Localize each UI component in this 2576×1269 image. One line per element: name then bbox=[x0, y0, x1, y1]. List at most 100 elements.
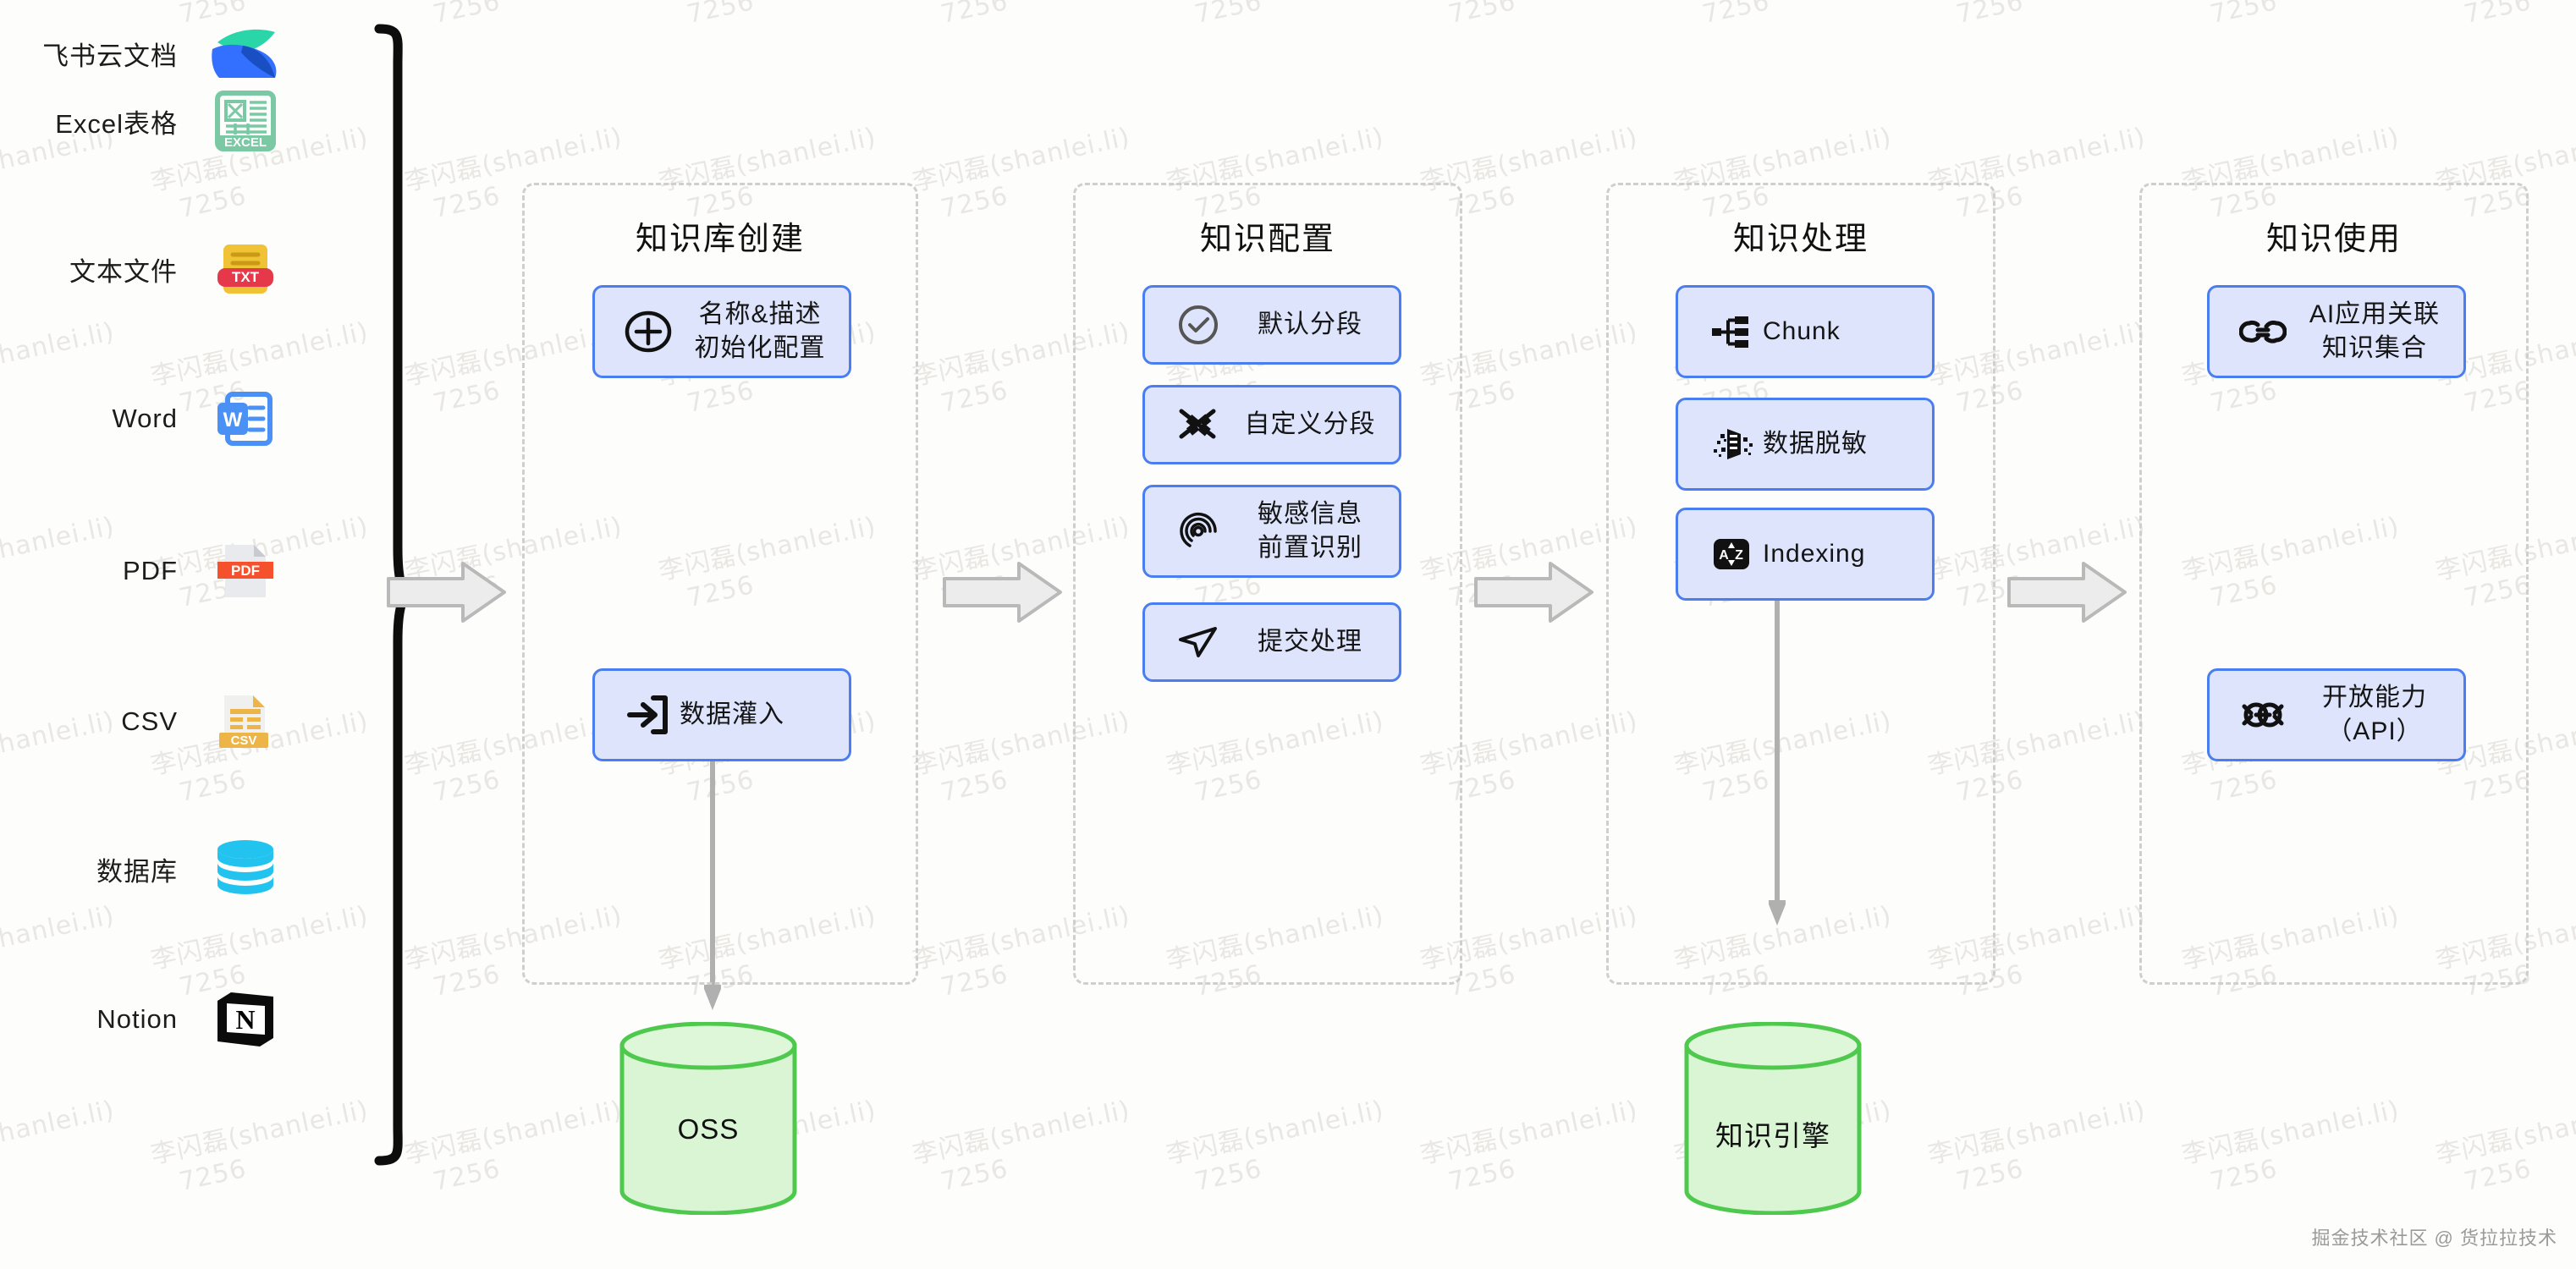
source-item-3: Word W bbox=[8, 372, 288, 465]
connector-ingest-to-oss bbox=[702, 760, 723, 1014]
card-label: Chunk bbox=[1763, 317, 1841, 346]
import-arrow-icon bbox=[620, 687, 676, 743]
stage-panel-0: 知识库创建 bbox=[522, 183, 918, 985]
watermark-tile: 李闪磊(shanlei.li)7256 bbox=[1164, 1095, 1387, 1197]
watermark-tile: 李闪磊(shanlei.li)7256 bbox=[1417, 1095, 1641, 1197]
check-circle-icon bbox=[1170, 297, 1226, 353]
connector-indexing-to-engine bbox=[1767, 599, 1787, 929]
card-label: 自定义分段 bbox=[1244, 410, 1376, 439]
store-oss: OSS bbox=[618, 1021, 799, 1216]
watermark-tile: 李闪磊(shanlei.li)7256 bbox=[1164, 0, 1386, 30]
watermark-tile: 李闪磊(shanlei.li)7256 bbox=[910, 1095, 1133, 1197]
source-item-2: 文本文件 TXT bbox=[8, 222, 288, 316]
card-label: AI应用关联 知识集合 bbox=[2309, 300, 2441, 362]
card-default-chunking[interactable]: 默认分段 bbox=[1142, 285, 1401, 365]
fingerprint-icon bbox=[1170, 503, 1226, 559]
stage-title: 知识处理 bbox=[1732, 222, 1869, 257]
stage-panel-3: 知识使用 bbox=[2139, 183, 2529, 985]
watermark-tile: 李闪磊(shanlei.li)7256 bbox=[1671, 0, 1894, 30]
txt-file-icon: TXT bbox=[203, 227, 288, 311]
word-file-icon: W bbox=[203, 376, 288, 461]
watermark-tile: 李闪磊(shanlei.li)7256 bbox=[0, 1095, 118, 1171]
stage-panel-2: 知识处理 bbox=[1606, 183, 1995, 985]
source-label: PDF bbox=[123, 556, 178, 585]
source-label: 飞书云文档 bbox=[42, 41, 178, 71]
attribution-text: 掘金技术社区 @ 货拉拉技术 bbox=[2311, 1228, 2557, 1249]
feishu-docs-icon bbox=[203, 11, 288, 96]
watermark-tile: 李闪磊(shanlei.li)7256 bbox=[1417, 0, 1640, 30]
store-label: 知识引擎 bbox=[1715, 1120, 1830, 1151]
pdf-file-icon: PDF bbox=[203, 529, 288, 613]
svg-text:N: N bbox=[235, 1004, 255, 1035]
stage-title: 知识配置 bbox=[1199, 222, 1335, 257]
stage-title: 知识库创建 bbox=[635, 222, 805, 257]
source-item-1: Excel表格 EXCEL bbox=[8, 74, 288, 168]
link-chain-icon bbox=[2235, 304, 2291, 360]
card-label: 提交处理 bbox=[1258, 628, 1362, 656]
watermark-tile: 李闪磊(shanlei.li)7256 bbox=[2433, 0, 2576, 30]
card-label: Indexing bbox=[1763, 540, 1866, 569]
source-label: 文本文件 bbox=[69, 256, 178, 287]
source-label: Excel表格 bbox=[55, 108, 178, 139]
card-chunk[interactable]: Chunk bbox=[1676, 285, 1935, 378]
watermark-tile: 李闪磊(shanlei.li)7256 bbox=[1925, 0, 2148, 30]
stage-title: 知识使用 bbox=[2265, 222, 2402, 257]
svg-text:EXCEL: EXCEL bbox=[224, 135, 267, 150]
card-label: 数据脱敏 bbox=[1763, 430, 1868, 459]
data-mask-icon bbox=[1704, 416, 1759, 472]
flow-arrow-4 bbox=[2006, 558, 2128, 626]
watermark-tile: 李闪磊(shanlei.li)7256 bbox=[656, 0, 878, 30]
source-item-0: 飞书云文档 bbox=[8, 7, 288, 100]
watermark-tile: 李闪磊(shanlei.li)7256 bbox=[2179, 1095, 2403, 1197]
svg-text:CSV: CSV bbox=[231, 733, 257, 748]
database-icon bbox=[203, 827, 288, 911]
sort-az-icon: A Z bbox=[1704, 526, 1759, 582]
card-custom-chunking[interactable]: 自定义分段 bbox=[1142, 385, 1401, 464]
watermark-tile: 李闪磊(shanlei.li)7256 bbox=[1925, 1095, 2149, 1197]
split-branch-icon bbox=[1704, 304, 1759, 360]
svg-text:A: A bbox=[1719, 548, 1729, 563]
svg-text:TXT: TXT bbox=[232, 269, 260, 285]
store-knowledge-engine: 知识引擎 bbox=[1682, 1021, 1863, 1216]
csv-file-icon: CSV bbox=[203, 679, 288, 764]
send-plane-icon bbox=[1170, 614, 1226, 670]
plus-circle-icon bbox=[620, 304, 676, 360]
source-label: Word bbox=[112, 404, 178, 433]
flow-arrow-3 bbox=[1472, 558, 1595, 626]
card-indexing[interactable]: A Z Indexing bbox=[1676, 508, 1935, 601]
card-label: 默认分段 bbox=[1258, 310, 1362, 339]
card-ai-app-binding[interactable]: AI应用关联 知识集合 bbox=[2207, 285, 2466, 378]
notion-icon: N bbox=[203, 977, 288, 1062]
source-item-5: CSV CSV bbox=[8, 675, 288, 768]
card-label: 敏感信息 前置识别 bbox=[1258, 500, 1362, 562]
svg-text:PDF: PDF bbox=[231, 563, 260, 579]
card-submit-processing[interactable]: 提交处理 bbox=[1142, 602, 1401, 682]
watermark-tile: 李闪磊(shanlei.li)7256 bbox=[2179, 0, 2402, 30]
stage-panel-1: 知识配置 bbox=[1073, 183, 1462, 985]
card-label: 名称&描述 初始化配置 bbox=[694, 300, 826, 362]
source-label: 数据库 bbox=[96, 856, 178, 887]
source-item-4: PDF PDF bbox=[8, 525, 288, 618]
scissors-split-icon bbox=[1170, 397, 1226, 453]
card-data-ingest[interactable]: 数据灌入 bbox=[592, 668, 851, 761]
source-item-7: Notion N bbox=[8, 973, 288, 1066]
card-label: 开放能力 （API） bbox=[2322, 684, 2427, 745]
svg-text:W: W bbox=[223, 409, 243, 431]
card-data-masking[interactable]: 数据脱敏 bbox=[1676, 398, 1935, 491]
watermark-tile: 李闪磊(shanlei.li)7256 bbox=[402, 1095, 625, 1197]
watermark-tile: 李闪磊(shanlei.li)7256 bbox=[910, 0, 1132, 30]
flow-arrow-2 bbox=[941, 558, 1064, 626]
card-label: 数据灌入 bbox=[680, 700, 784, 729]
card-open-api[interactable]: 开放能力 （API） bbox=[2207, 668, 2466, 761]
source-item-6: 数据库 bbox=[8, 822, 288, 915]
card-name-and-description[interactable]: 名称&描述 初始化配置 bbox=[592, 285, 851, 378]
source-label: CSV bbox=[121, 706, 178, 736]
watermark-tile: 李闪磊(shanlei.li)7256 bbox=[402, 0, 625, 30]
flow-arrow-1 bbox=[385, 558, 508, 626]
api-plug-icon bbox=[2235, 687, 2291, 743]
store-label: OSS bbox=[677, 1113, 740, 1145]
card-sensitive-pre-detection[interactable]: 敏感信息 前置识别 bbox=[1142, 485, 1401, 578]
source-label: Notion bbox=[96, 1004, 178, 1034]
excel-file-icon: EXCEL bbox=[203, 79, 288, 163]
